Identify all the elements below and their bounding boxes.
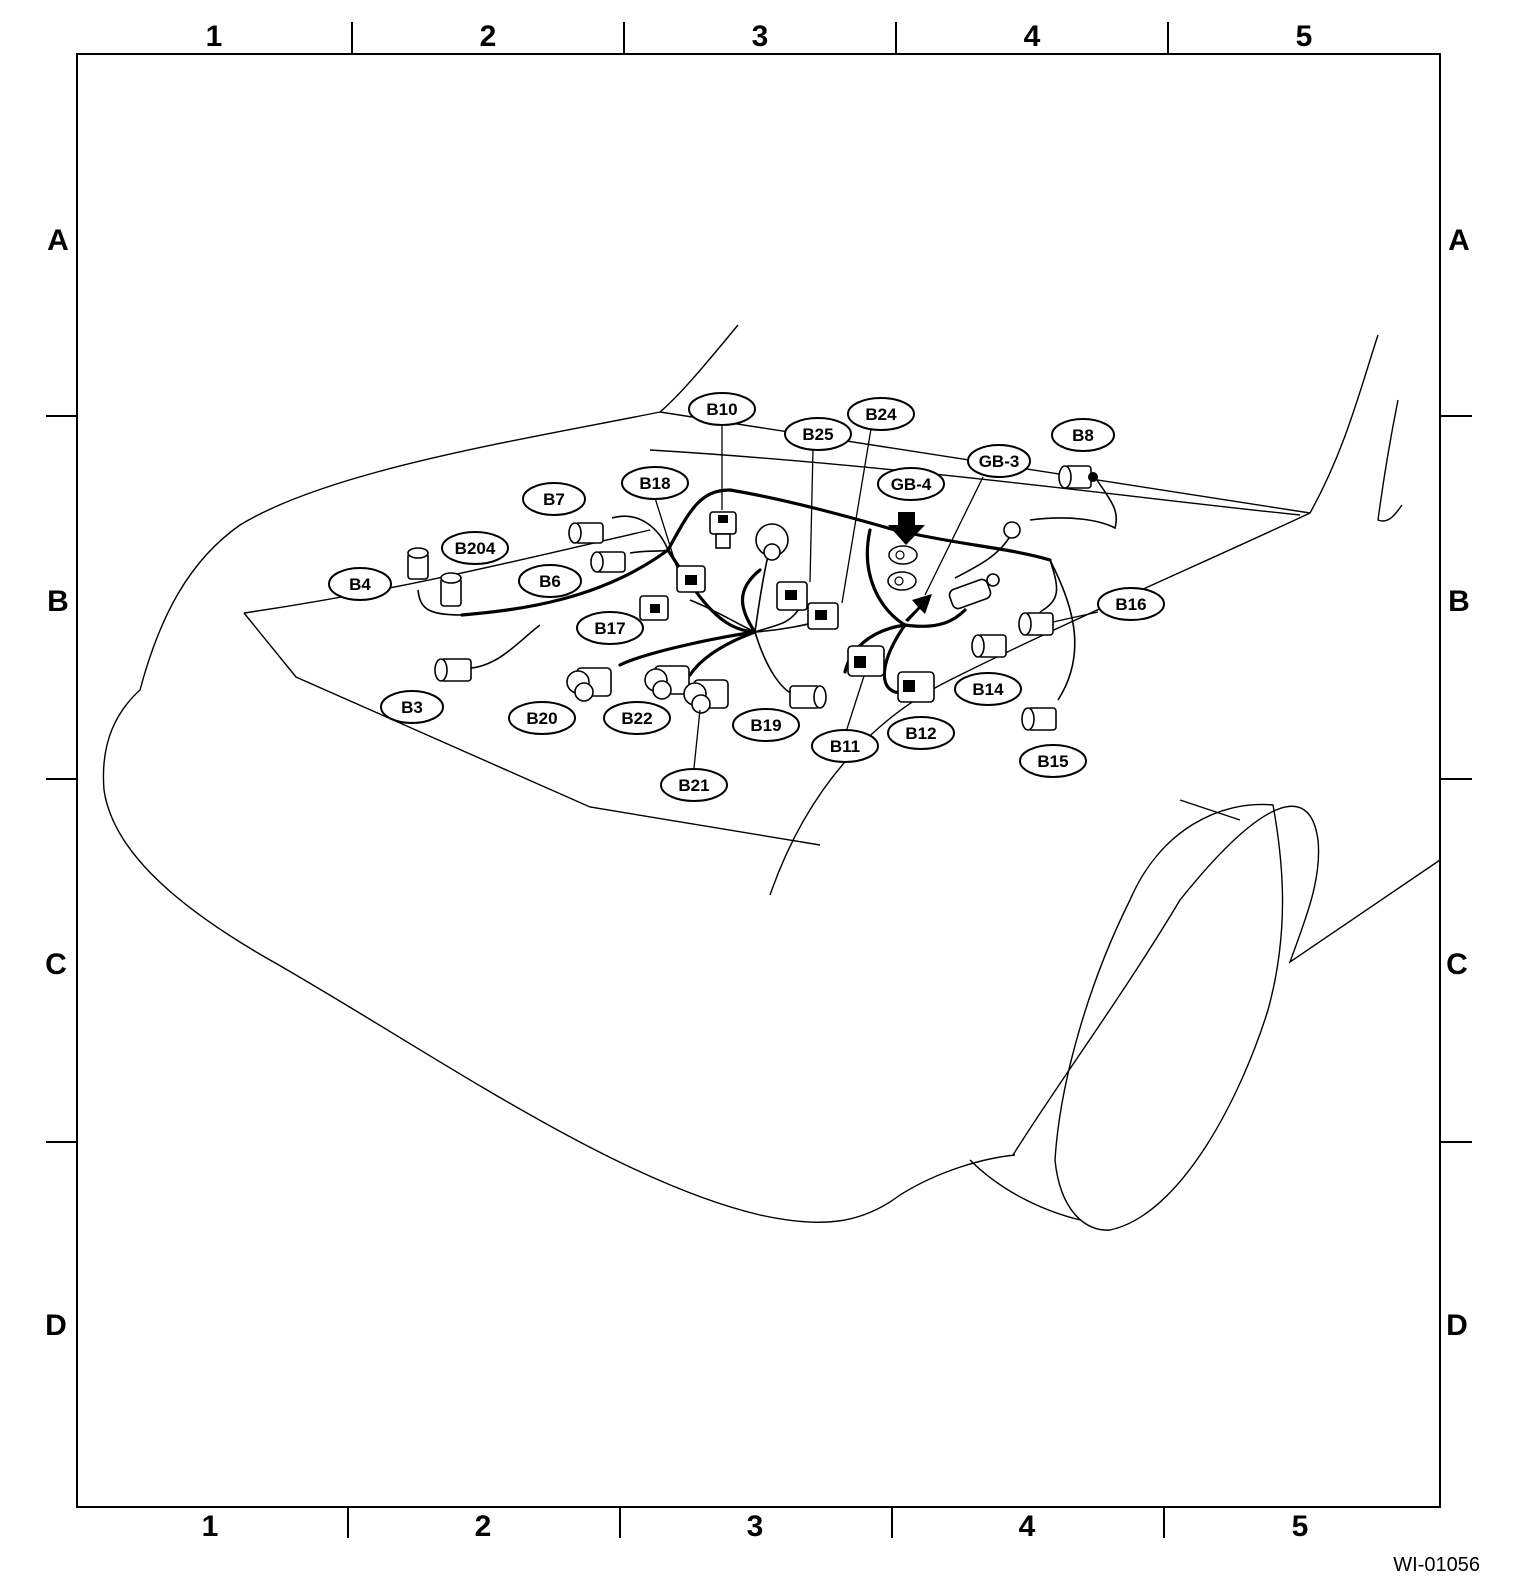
tag-b22-label: B22: [621, 709, 652, 728]
tag-b18: B18: [621, 466, 689, 500]
tag-b8-label: B8: [1072, 426, 1094, 445]
tag-b20-label: B20: [526, 709, 557, 728]
column-dividers: [347, 22, 1169, 1538]
tag-b10: B10: [688, 392, 756, 426]
connector-b24-body-icon: [807, 602, 839, 630]
col-label-top-3: 3: [752, 20, 769, 53]
tag-gb4: GB-4: [877, 467, 945, 501]
col-label-top-5: 5: [1296, 20, 1313, 53]
connector-b25-body-icon: [776, 581, 808, 611]
connector-b11-body-icon: [847, 645, 885, 677]
figure-reference: WI-01056: [1393, 1554, 1480, 1576]
connector-b6-body-icon: [590, 551, 626, 573]
col-label-top-1: 1: [206, 20, 223, 53]
tag-b7-label: B7: [543, 490, 565, 509]
tag-b19-label: B19: [750, 716, 781, 735]
row-dividers: [46, 415, 1472, 1143]
connector-b20-body-icon: [566, 667, 612, 702]
connector-bodies: [407, 465, 1098, 731]
tag-b14-label: B14: [972, 680, 1004, 699]
tag-b24-label: B24: [865, 405, 897, 424]
tag-b20: B20: [508, 701, 576, 735]
row-label-left-d: D: [45, 1309, 67, 1342]
tag-gb3-label: GB-3: [979, 452, 1020, 471]
connector-b4-body-icon: [407, 547, 429, 580]
tag-b6: B6: [518, 564, 582, 598]
connector-b17-body-icon: [639, 595, 669, 621]
connector-b14-body-icon: [971, 634, 1007, 658]
tag-b4: B4: [328, 567, 392, 601]
tag-b12-label: B12: [905, 724, 936, 743]
tag-b12: B12: [887, 716, 955, 750]
tag-b18-label: B18: [639, 474, 670, 493]
tag-b22: B22: [603, 701, 671, 735]
tag-b17: B17: [576, 611, 644, 645]
connector-b15-body-icon: [1021, 707, 1057, 731]
ground-arrow-gb3-icon: [905, 594, 932, 622]
connector-relay-body-icon: [755, 523, 789, 561]
car-body-outline: [102, 324, 1441, 1231]
col-label-bottom-4: 4: [1019, 1510, 1036, 1543]
row-label-left-c: C: [45, 948, 67, 981]
tag-b11-label: B11: [830, 737, 860, 756]
col-label-top-2: 2: [480, 20, 497, 53]
tag-b16: B16: [1097, 587, 1165, 621]
tag-b17-label: B17: [594, 619, 625, 638]
tag-b204: B204: [441, 531, 509, 565]
connector-b21-body-icon: [683, 679, 729, 714]
tag-b15-label: B15: [1037, 752, 1068, 771]
connector-b8-body-icon: [1058, 465, 1098, 489]
tag-b3-label: B3: [401, 698, 423, 717]
tag-gb3: GB-3: [967, 444, 1031, 478]
connector-top-right-body-icon: [1003, 521, 1021, 539]
tag-b15: B15: [1019, 744, 1087, 778]
connector-b16-body-icon: [1018, 612, 1054, 636]
tag-b25: B25: [784, 417, 852, 451]
col-label-bottom-5: 5: [1292, 1510, 1309, 1543]
col-label-bottom-3: 3: [747, 1510, 764, 1543]
tag-b6-label: B6: [539, 572, 561, 591]
thin-wires: [417, 479, 1117, 701]
grid-labels: 1 2 3 4 5 1 2 3 4 5 A B C D A B C D: [45, 20, 1470, 1543]
connector-b18-body-icon: [676, 565, 706, 593]
row-label-right-c: C: [1446, 948, 1468, 981]
tag-b11: B11: [811, 729, 879, 763]
tag-b10-label: B10: [706, 400, 737, 419]
ground-arrow-gb4-icon: [888, 512, 925, 545]
connector-sensor-body-icon: [948, 573, 1000, 610]
col-label-bottom-2: 2: [475, 1510, 492, 1543]
leader-lines: [654, 424, 1099, 769]
tag-b4-label: B4: [349, 575, 371, 594]
tag-b24: B24: [847, 397, 915, 431]
tag-b19: B19: [732, 708, 800, 742]
connector-b19-body-icon: [789, 685, 827, 709]
tag-b7: B7: [522, 482, 586, 516]
row-label-right-b: B: [1448, 585, 1470, 618]
connector-b204-body-icon: [440, 572, 462, 607]
connector-b22-body-icon: [644, 665, 690, 700]
tag-gb4-label: GB-4: [891, 475, 932, 494]
connector-tags: B10 B24 B25 B8 GB-3 GB-4 B18 B7 B204 B4 …: [328, 392, 1165, 802]
diagram-frame: [76, 53, 1441, 1508]
connector-b7-body-icon: [568, 522, 604, 544]
row-label-left-a: A: [47, 224, 69, 257]
tag-b21-label: B21: [678, 776, 709, 795]
col-label-bottom-1: 1: [202, 1510, 219, 1543]
row-label-right-d: D: [1446, 1309, 1468, 1342]
tag-b21: B21: [660, 768, 728, 802]
row-label-right-a: A: [1448, 224, 1470, 257]
col-label-top-4: 4: [1024, 20, 1041, 53]
connector-b10-body-icon: [709, 511, 737, 549]
ground-arrows: [887, 512, 932, 622]
tag-b3: B3: [380, 690, 444, 724]
tag-b16-label: B16: [1115, 595, 1146, 614]
tag-b25-label: B25: [802, 425, 833, 444]
connector-b3-body-icon: [434, 658, 472, 682]
tag-b204-label: B204: [455, 539, 496, 558]
row-label-left-b: B: [47, 585, 69, 618]
connector-b12-body-icon: [897, 671, 935, 703]
tag-b14: B14: [954, 672, 1022, 706]
tag-b8: B8: [1051, 418, 1115, 452]
